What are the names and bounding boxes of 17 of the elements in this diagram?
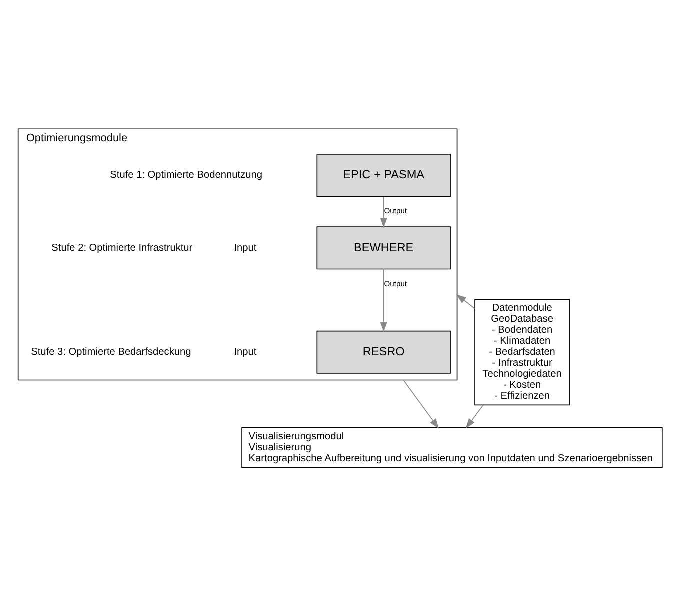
edge-label: Output	[384, 279, 408, 288]
label: Stufe 2: Optimierte Infrastruktur	[52, 242, 193, 254]
arrow	[456, 294, 476, 310]
arrow	[380, 268, 388, 332]
node-box: Visualisierungsmodul Visualisierung Kartographische Aufbereitung und visualisierung von Inputdaten und Szenarioergebnissen	[242, 428, 663, 468]
node-box: Datenmodule GeoDatabase - Bodendaten - Klimadaten - Bedarfsdaten - Infrastruktur Technologiedaten - Kosten - Effizienzen	[474, 299, 570, 406]
node-box: BEWHERE	[316, 226, 451, 270]
arrow	[380, 196, 388, 228]
node-box: EPIC + PASMA	[316, 154, 451, 198]
label: Stufe 1: Optimierte Bodennutzung	[110, 170, 262, 182]
edge-label: Output	[384, 206, 408, 216]
label: Input	[234, 242, 257, 254]
arrow	[403, 380, 440, 429]
label: Input	[234, 347, 257, 358]
arrow	[466, 404, 484, 429]
node-box: RESRO	[316, 330, 451, 374]
label: Stufe 3: Optimierte Bedarfsdeckung	[31, 347, 192, 358]
